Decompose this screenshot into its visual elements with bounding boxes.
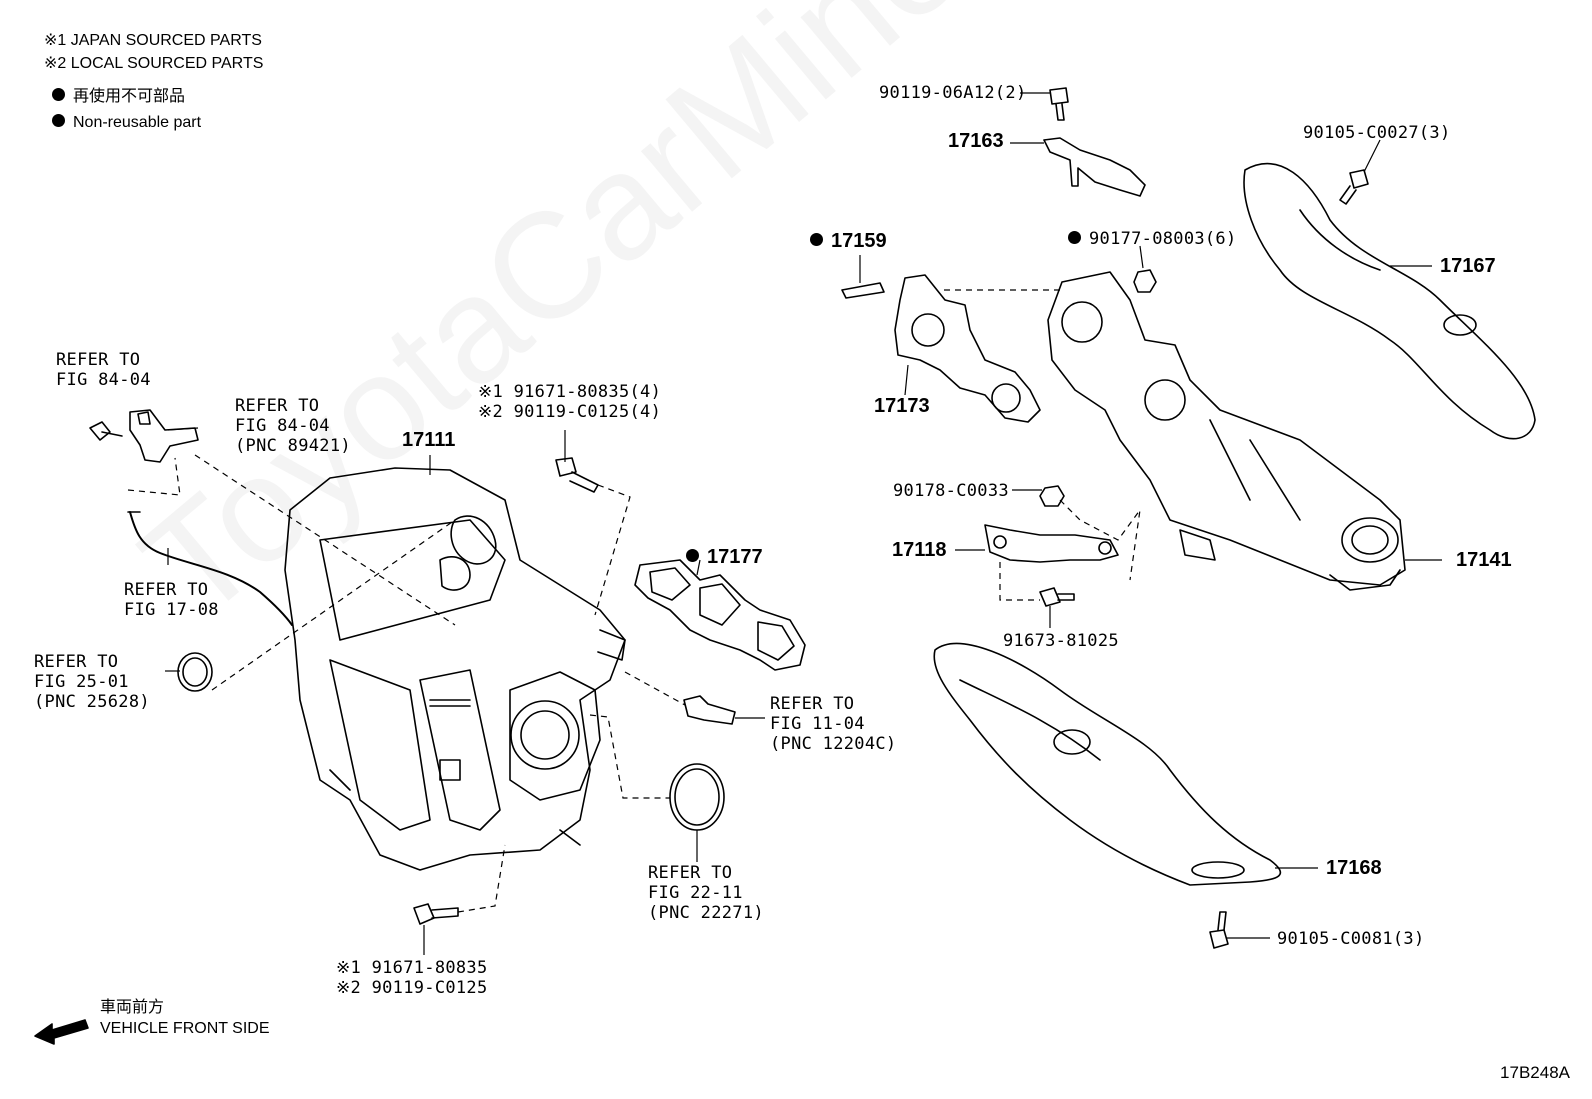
part-17168[interactable]: 17168	[1326, 857, 1382, 879]
bolt-bottom-label[interactable]: ※1 91671-80835※2 90119-C0125	[336, 958, 488, 998]
legend-japan: ※1 JAPAN SOURCED PARTS	[44, 32, 262, 49]
nonreusable-dot-icon	[52, 88, 65, 102]
exhaust-gasket-17173	[894, 274, 1041, 423]
intake-manifold-17111	[284, 467, 626, 871]
part-17163[interactable]: 17163	[948, 130, 1004, 152]
bracket-17163	[1043, 137, 1146, 197]
bolt-c0081	[1209, 911, 1229, 949]
part-17177[interactable]: 17177	[686, 547, 763, 567]
bolt-c0081-label[interactable]: 90105-C0081(3)	[1277, 929, 1425, 949]
bolt-top-91671	[555, 457, 599, 493]
part-17111[interactable]: 17111	[402, 429, 456, 451]
bolt-bottom-91671	[413, 903, 459, 925]
part-17118[interactable]: 17118	[892, 539, 947, 561]
front-side-jp: 車両前方	[100, 999, 165, 1016]
bolt-c0027	[1339, 169, 1369, 205]
part-17141[interactable]: 17141	[1456, 549, 1512, 571]
bolt-06a12	[1049, 87, 1069, 121]
gasket-ring-22271	[669, 763, 725, 831]
bracket-17118	[984, 524, 1119, 563]
nut-c0033-label[interactable]: 90178-C0033	[893, 481, 1009, 501]
nut-08003	[1133, 269, 1157, 293]
plug-12204c	[683, 695, 736, 725]
vehicle-front-arrow	[34, 1019, 89, 1045]
stud-17159	[841, 282, 885, 299]
bolt-top-label[interactable]: ※1 91671-80835(4)※2 90119-C0125(4)	[478, 382, 662, 422]
bolt-06a12-label[interactable]: 90119-06A12(2)	[879, 83, 1027, 103]
exhaust-manifold-17141	[1047, 271, 1406, 591]
bolt-81025	[1039, 587, 1075, 607]
legend-nonreuse-jp: 再使用不可部品	[52, 86, 185, 108]
part-17173[interactable]: 17173	[874, 395, 930, 417]
bolt-81025-label[interactable]: 91673-81025	[1003, 631, 1119, 651]
sensor-part	[89, 409, 199, 463]
front-side-en: VEHICLE FRONT SIDE	[100, 1020, 270, 1037]
nonreusable-dot-icon	[1068, 230, 1081, 244]
pcv-hose	[129, 511, 293, 626]
legend-nonreuse-en: Non-reusable part	[52, 112, 201, 134]
gasket-ring-25628	[177, 652, 213, 692]
legend-local: ※2 LOCAL SOURCED PARTS	[44, 55, 264, 72]
part-17167[interactable]: 17167	[1440, 255, 1496, 277]
heat-insulator-17168	[933, 642, 1282, 886]
nonreusable-dot-icon	[52, 114, 65, 128]
nut-08003-label[interactable]: 90177-08003(6)	[1068, 229, 1237, 249]
heat-insulator-17167	[1243, 162, 1536, 440]
intake-gasket-17177	[634, 559, 806, 671]
nonreusable-dot-icon	[810, 233, 823, 247]
nut-c0033	[1039, 485, 1065, 507]
part-17159[interactable]: 17159	[810, 231, 887, 251]
bolt-c0027-label[interactable]: 90105-C0027(3)	[1303, 123, 1451, 143]
figure-code: 17B248A	[1500, 1063, 1570, 1082]
nonreusable-dot-icon	[686, 549, 699, 563]
